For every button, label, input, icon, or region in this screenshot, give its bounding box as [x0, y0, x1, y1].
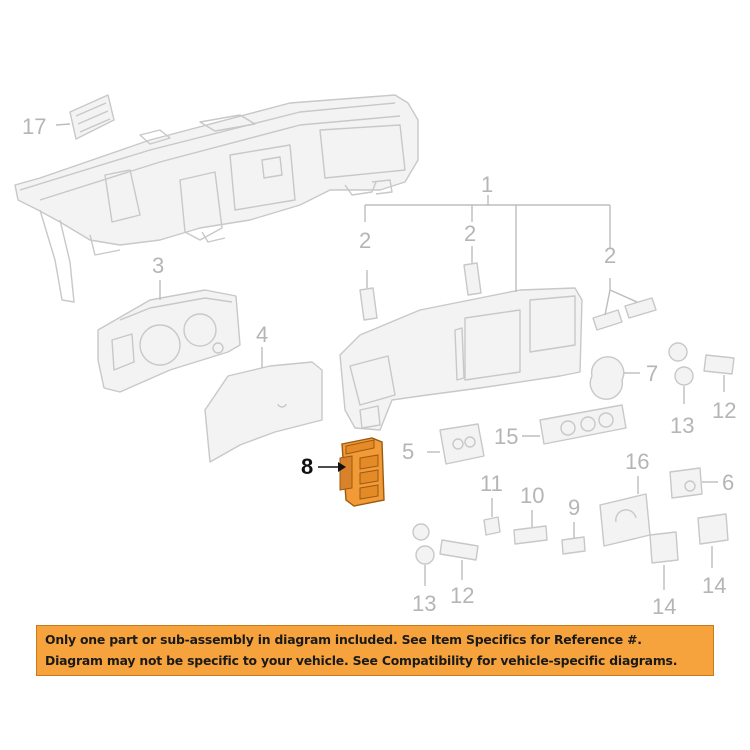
part-8-switch-highlighted	[318, 437, 385, 507]
part-1-bezel	[339, 195, 611, 431]
part-14-left	[649, 531, 679, 590]
part-4-lens	[204, 347, 323, 463]
callout-4: 4	[256, 322, 268, 347]
part-14-right	[697, 513, 729, 568]
callout-15: 15	[494, 424, 518, 449]
part-16	[599, 476, 651, 547]
callout-14b: 14	[702, 573, 726, 598]
part-6	[669, 467, 718, 499]
part-17	[55, 94, 115, 140]
part-2-vents	[359, 246, 657, 331]
callout-17: 17	[22, 114, 46, 139]
callout-5: 5	[402, 439, 414, 464]
callout-3: 3	[152, 253, 164, 278]
callout-2b: 2	[464, 221, 476, 246]
part-13-bottom	[412, 523, 435, 586]
instrument-panel	[14, 94, 419, 303]
callout-12a: 12	[712, 398, 736, 423]
callout-10: 10	[520, 483, 544, 508]
part-12-top	[703, 354, 735, 392]
callout-8: 8	[301, 454, 313, 479]
callout-13b: 13	[412, 591, 436, 616]
part-7-knob	[589, 356, 640, 400]
part-15-climate	[522, 404, 627, 445]
part-10	[513, 510, 548, 545]
callout-1: 1	[481, 172, 493, 197]
disclaimer-line-2: Diagram may not be specific to your vehi…	[45, 653, 678, 668]
callout-14a: 14	[652, 594, 676, 619]
part-11	[483, 498, 501, 536]
callout-16: 16	[625, 449, 649, 474]
callout-7: 7	[646, 361, 658, 386]
part-3-cluster	[97, 280, 241, 393]
part-5-switch	[427, 423, 485, 465]
callout-12b: 12	[450, 583, 474, 608]
part-12-bottom	[439, 539, 479, 580]
callout-2c: 2	[604, 243, 616, 268]
part-13-top	[668, 342, 694, 404]
callout-11: 11	[480, 471, 503, 496]
callout-6: 6	[722, 470, 734, 495]
callout-2a: 2	[359, 228, 371, 253]
disclaimer-line-1: Only one part or sub-assembly in diagram…	[45, 632, 642, 647]
callout-13a: 13	[670, 413, 694, 438]
part-9	[561, 522, 586, 555]
disclaimer-banner: Only one part or sub-assembly in diagram…	[36, 625, 714, 676]
callout-9: 9	[568, 495, 580, 520]
